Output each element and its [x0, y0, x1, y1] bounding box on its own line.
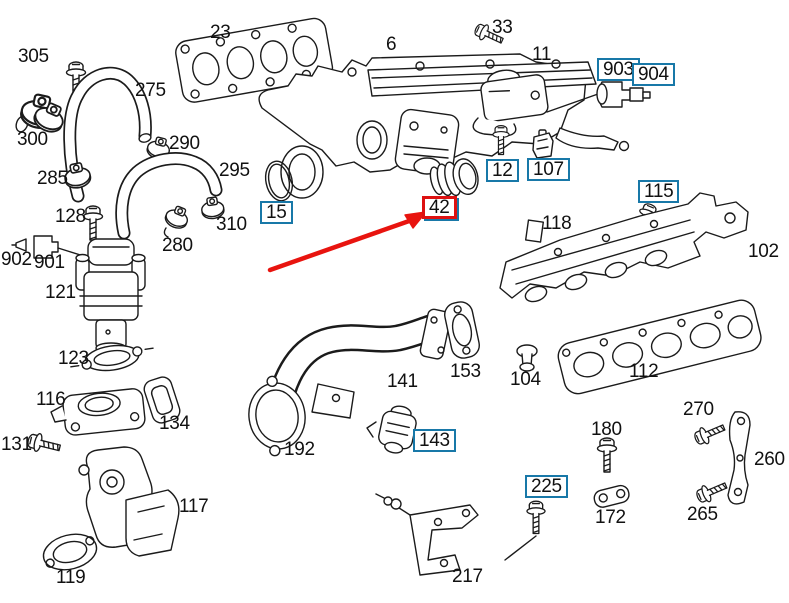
part-label-104: 104	[510, 369, 541, 390]
bracket-217-drawing	[375, 493, 479, 576]
part-label-903: 903	[597, 58, 640, 81]
part-label-901: 901	[34, 252, 65, 273]
part-label-225: 225	[525, 475, 568, 498]
plug-104-drawing	[516, 344, 538, 372]
connector-901-drawing	[33, 235, 91, 259]
part-label-131: 131	[1, 434, 32, 455]
part-label-290: 290	[169, 133, 200, 154]
bracket-260-drawing	[727, 411, 751, 505]
part-label-285: 285	[37, 168, 68, 189]
throttle-body-116-drawing	[50, 388, 146, 436]
part-label-33: 33	[492, 17, 513, 38]
part-label-265: 265	[687, 504, 718, 525]
part-label-134: 134	[159, 413, 190, 434]
part-label-112: 112	[629, 361, 659, 382]
connector-904-drawing	[629, 87, 651, 102]
part-label-300: 300	[17, 129, 48, 150]
plug-902-drawing	[11, 238, 27, 252]
gasket-112-drawing	[557, 299, 762, 395]
part-label-107: 107	[527, 158, 570, 181]
part-label-904: 904	[632, 63, 675, 86]
highlight-arrow	[267, 211, 427, 273]
sleeve-42-drawing	[429, 158, 479, 197]
part-label-192: 192	[284, 439, 315, 460]
clip-107-drawing	[532, 129, 554, 159]
clamp-300-drawing	[15, 90, 70, 137]
part-label-143: 143	[413, 429, 456, 452]
part-label-295: 295	[219, 160, 250, 181]
actuator-11-drawing	[472, 69, 549, 137]
connector-903-drawing	[546, 81, 631, 113]
part-label-275: 275	[135, 80, 166, 101]
clamp-280-drawing	[162, 202, 192, 238]
part-label-6: 6	[386, 34, 397, 55]
part-label-902: 902	[1, 249, 32, 270]
part-label-102: 102	[748, 241, 779, 262]
part-label-119: 119	[56, 567, 86, 588]
bracket-172-drawing	[593, 484, 630, 508]
part-label-115: 115	[638, 180, 680, 203]
manifold-102-drawing	[499, 192, 749, 303]
part-label-42: 42	[422, 196, 457, 219]
part-label-153: 153	[450, 361, 481, 382]
part-label-118: 118	[542, 213, 572, 234]
part-label-121: 121	[45, 282, 76, 303]
part-label-280: 280	[162, 235, 193, 256]
part-label-172: 172	[595, 507, 626, 528]
part-label-180: 180	[591, 419, 622, 440]
o-ring-15-drawing	[264, 160, 294, 202]
part-label-12: 12	[486, 159, 519, 182]
part-label-305: 305	[18, 46, 49, 67]
seal-118-drawing	[524, 219, 545, 243]
part-label-270: 270	[683, 399, 714, 420]
gasket-123-drawing	[70, 344, 154, 372]
gasket-134-drawing	[143, 376, 181, 424]
part-label-310: 310	[216, 214, 247, 235]
bolt-225-drawing	[504, 500, 546, 561]
part-label-217: 217	[452, 566, 483, 587]
part-label-128: 128	[55, 206, 86, 227]
part-label-15: 15	[260, 201, 293, 224]
part-label-23: 23	[210, 22, 231, 43]
gasket-192-drawing	[248, 375, 306, 457]
valve-143-drawing	[366, 405, 417, 454]
gasket-119-drawing	[42, 533, 98, 571]
egr-valve-121-drawing	[75, 238, 146, 354]
part-label-123: 123	[58, 348, 89, 369]
part-label-117: 117	[179, 496, 209, 517]
hose-275-drawing	[63, 66, 152, 203]
part-label-11: 11	[532, 44, 552, 65]
part-label-116: 116	[36, 389, 66, 410]
part-label-141: 141	[387, 371, 418, 392]
part-label-260: 260	[754, 449, 785, 470]
housing-117-drawing	[78, 446, 180, 557]
hose-295-drawing	[115, 152, 223, 240]
gasket-153-drawing	[444, 301, 480, 359]
